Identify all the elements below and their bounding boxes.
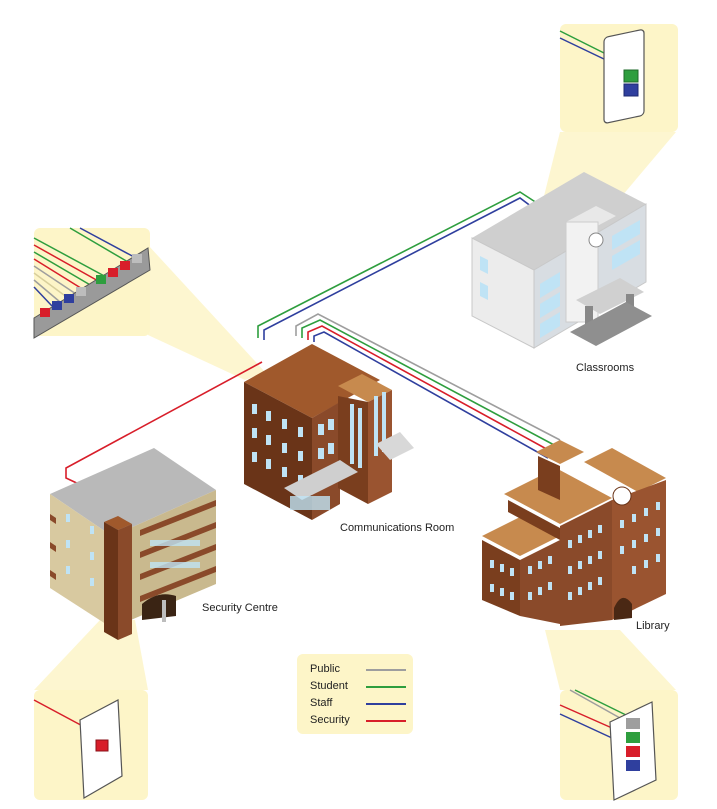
cable-student-classrooms [257,191,541,338]
legend-label: Public [310,663,340,675]
legend-swatch [366,686,406,688]
label-security-centre: Security Centre [202,602,278,614]
classrooms-building [471,172,652,349]
cone-library [545,630,676,690]
legend-label: Security [310,714,350,726]
cable-staff-library [313,331,549,459]
label-classrooms: Classrooms [576,362,635,374]
cable-security-library [307,325,553,453]
communications-building [244,344,414,520]
label-library: Library [636,620,670,632]
legend-swatch [366,703,406,705]
cable-public-library [295,313,561,441]
legend: Public Student Staff Security [297,654,413,734]
legend-swatch [366,669,406,671]
legend-item-public: Public [310,662,410,679]
patch-ports [40,254,142,317]
cable-staff-classrooms [263,197,537,340]
security-port [95,739,109,752]
callout-library [559,689,678,801]
callout-patch-panel [33,227,151,339]
staff-port [623,83,639,97]
library-windows [490,502,660,600]
cables [65,191,561,495]
cable-student-library [301,319,557,447]
legend-item-staff: Staff [310,696,410,713]
label-communications-room: Communications Room [340,522,455,534]
security-building [50,448,216,640]
legend-swatch [366,720,406,722]
library-building [482,440,666,626]
callout-classrooms [559,24,678,132]
legend-label: Staff [310,697,333,709]
cone-patch-panel [148,245,265,380]
student-port [623,69,639,83]
legend-item-student: Student [310,679,410,696]
legend-item-security: Security [310,713,410,730]
legend-label: Student [310,680,348,692]
callout-security [33,690,148,800]
